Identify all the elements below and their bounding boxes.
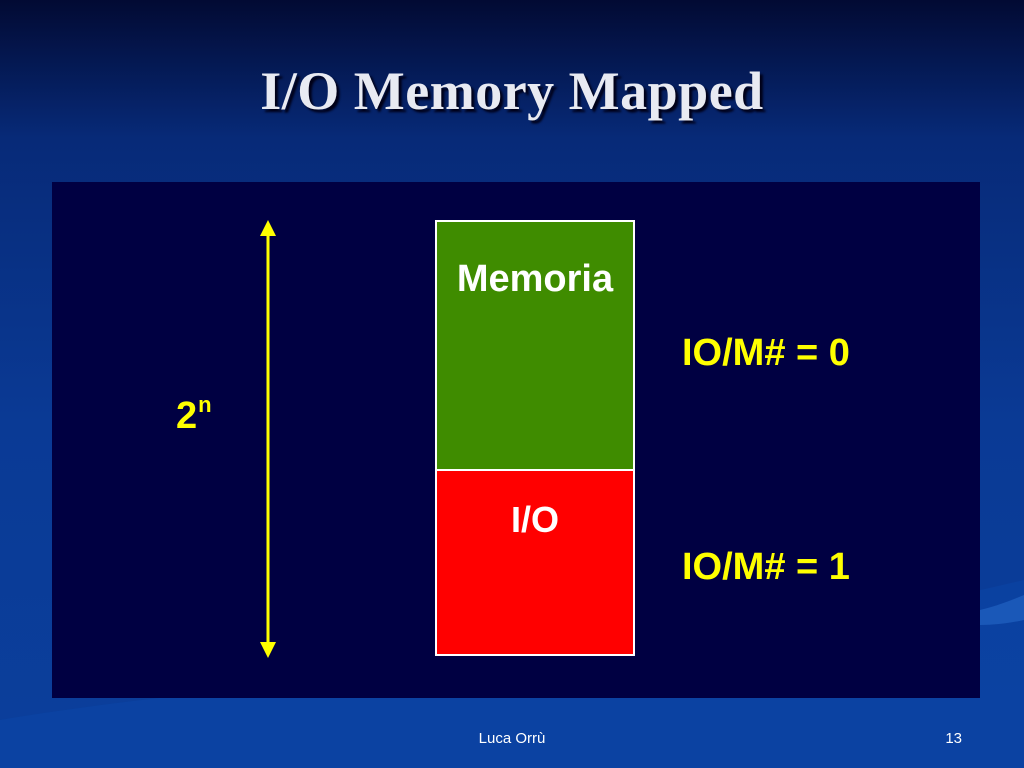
address-space-arrow xyxy=(260,220,276,658)
footer-author: Luca Orrù xyxy=(478,730,546,747)
memory-block-label: Memoria xyxy=(456,258,614,300)
io-block: I/O xyxy=(435,469,635,656)
page-number: 13 xyxy=(945,730,962,747)
size-label-base: 2 xyxy=(176,395,198,437)
io-signal-label: IO/M# = 1 xyxy=(682,546,850,588)
io-block-label: I/O xyxy=(510,499,559,540)
address-space-size-label: 2n xyxy=(176,392,212,437)
slide-title: I/O Memory Mapped xyxy=(260,61,764,121)
size-label-exponent: n xyxy=(198,392,212,417)
memory-signal-label: IO/M# = 0 xyxy=(682,332,850,374)
memory-block: Memoria xyxy=(435,220,635,471)
